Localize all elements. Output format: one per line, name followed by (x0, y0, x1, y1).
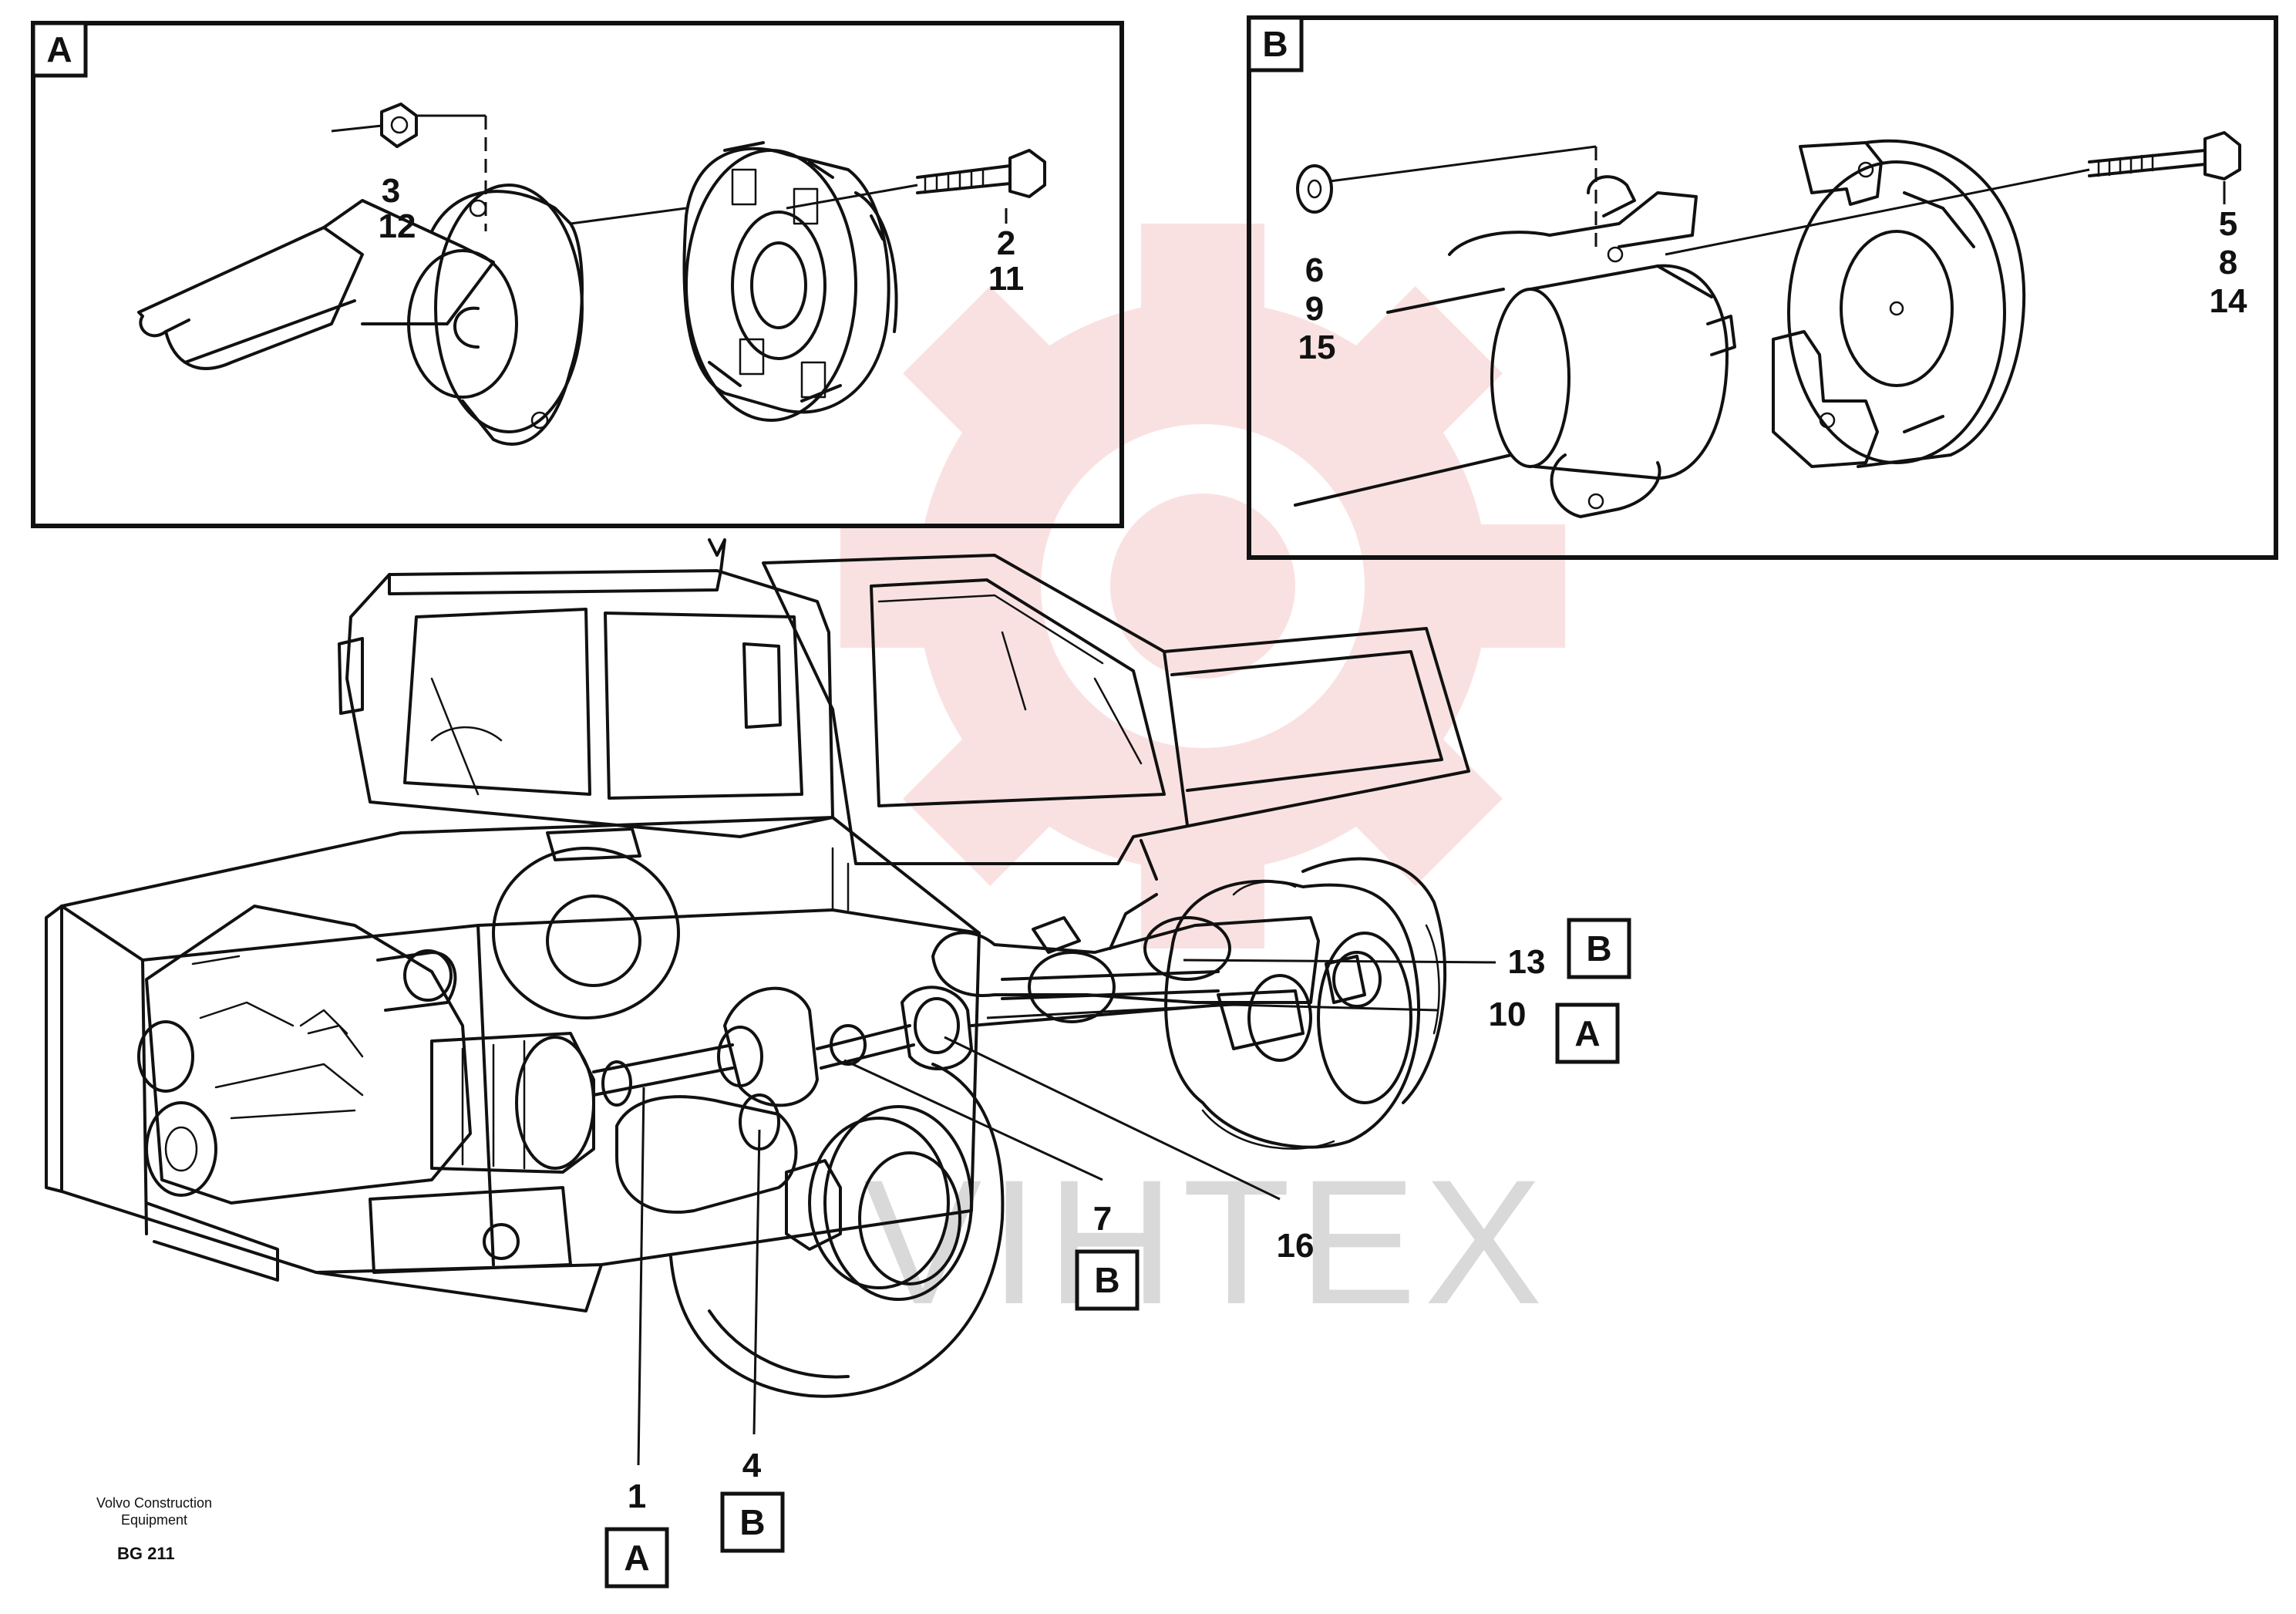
main-callouts: 13 B 10 A 7 B 16 1 A 4 B (604, 918, 1631, 1589)
callout-1: 1 (628, 1478, 646, 1515)
callout-9: 9 (1305, 290, 1324, 328)
company-line-2: Equipment (121, 1512, 187, 1528)
gear-logo-watermark (840, 224, 1565, 949)
drawing-code: BG 211 (117, 1544, 175, 1563)
callout-11: 11 (988, 260, 1025, 298)
panel-a-tag: A (46, 29, 72, 69)
callout-16: 16 (1277, 1227, 1315, 1265)
footer-credit: Volvo Construction Equipment BG 211 (96, 1495, 212, 1563)
callout-7: 7 (1093, 1200, 1112, 1238)
dump-truck-illustration (45, 538, 1470, 1398)
callout-13: 13 (1508, 943, 1546, 981)
callout-8: 8 (2219, 244, 2237, 281)
detail-panel-b: B 6 9 15 5 8 14 (1247, 15, 2278, 560)
company-line-1: Volvo Construction (96, 1495, 212, 1511)
callout-3: 3 (382, 172, 400, 210)
callout-1-tag: A (624, 1538, 649, 1578)
callout-10-tag: A (1574, 1013, 1600, 1053)
detail-panel-a: A 3 12 2 (31, 21, 1124, 528)
callout-7-tag: B (1094, 1260, 1119, 1300)
callout-4-tag: B (739, 1502, 765, 1542)
callout-6: 6 (1305, 251, 1324, 289)
callout-13-tag: B (1586, 928, 1611, 969)
callout-10: 10 (1489, 996, 1527, 1033)
callout-14: 14 (2210, 282, 2247, 320)
callout-4: 4 (742, 1447, 762, 1484)
callout-12: 12 (379, 207, 416, 245)
callout-5: 5 (2219, 205, 2237, 243)
callout-2: 2 (997, 224, 1015, 262)
callout-15: 15 (1298, 329, 1336, 366)
panel-b-tag: B (1262, 24, 1288, 64)
